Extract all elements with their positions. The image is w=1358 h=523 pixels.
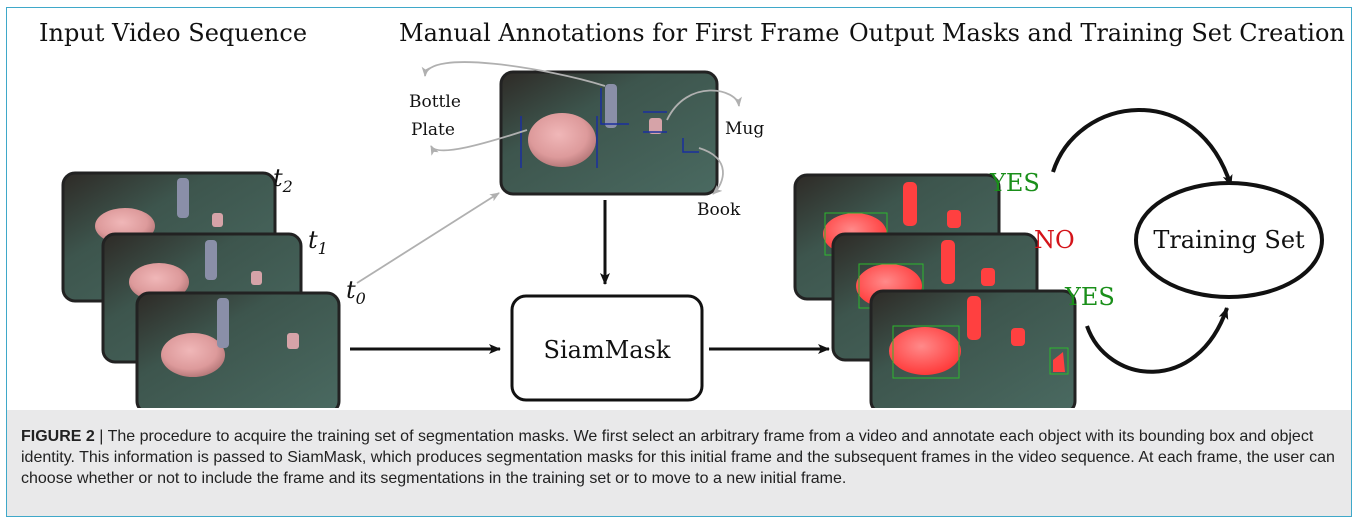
- time-label-t2: t2: [273, 164, 293, 196]
- caption-separator: |: [99, 428, 104, 445]
- yes-bottom-to-training-arrow: [1085, 307, 1229, 374]
- mug-callout: [666, 89, 742, 121]
- caption-figure-number: FIGURE 2: [21, 428, 95, 445]
- output-frame-3: [869, 289, 1077, 408]
- input-frame-t0: [135, 291, 341, 408]
- label-mug: Mug: [725, 119, 764, 139]
- pipeline-diagram: Input Video Sequence Manual Annotations …: [39, 19, 1345, 408]
- decision-no: NO: [1034, 226, 1075, 254]
- siammask-label: SiamMask: [544, 336, 671, 364]
- time-label-t0: t0: [346, 276, 366, 308]
- decision-yes-bottom: YES: [1064, 283, 1115, 311]
- header-input-video: Input Video Sequence: [39, 19, 307, 47]
- decision-yes-top: YES: [989, 169, 1040, 197]
- label-bottle: Bottle: [409, 92, 461, 112]
- label-book: Book: [697, 200, 741, 220]
- siammask-box: SiamMask: [510, 294, 704, 402]
- annotated-first-frame: [499, 70, 719, 196]
- figure-panel: Input Video Sequence Manual Annotations …: [6, 7, 1352, 517]
- figure-caption: FIGURE 2 | The procedure to acquire the …: [21, 426, 1341, 489]
- plate-callout: [430, 129, 528, 156]
- caption-text: The procedure to acquire the training se…: [21, 428, 1335, 487]
- label-plate: Plate: [411, 120, 455, 140]
- bottle-callout: [421, 61, 606, 87]
- time-label-t1: t1: [308, 226, 328, 258]
- header-manual-annotations: Manual Annotations for First Frame: [399, 19, 839, 47]
- header-output-masks: Output Masks and Training Set Creation: [849, 19, 1345, 47]
- book-callout: [698, 147, 724, 195]
- training-set-label: Training Set: [1153, 226, 1305, 254]
- caption-box: FIGURE 2 | The procedure to acquire the …: [7, 410, 1351, 516]
- annotate-arrow: [356, 192, 500, 284]
- training-set-node: Training Set: [1134, 181, 1324, 299]
- yes-top-to-training-arrow: [1051, 108, 1233, 187]
